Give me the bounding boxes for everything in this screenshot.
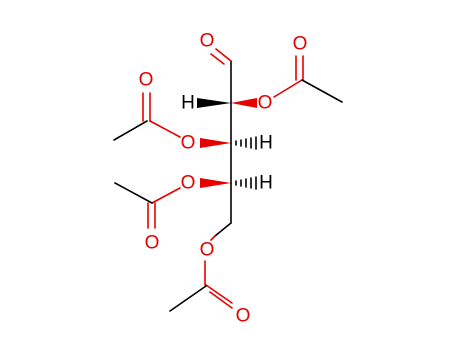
c3-hydrogen-label: H	[259, 133, 273, 154]
c3-methyl-bond	[113, 120, 148, 141]
c5-methyl-bond	[169, 285, 207, 312]
c5-ch2-bond	[214, 222, 232, 237]
c4-carbonyl-oxygen-label: O	[145, 233, 160, 254]
c4-methyl-bond	[114, 182, 153, 204]
c3-ester-oxygen-label: O	[181, 133, 196, 154]
c4-ester-oxygen-label: O	[181, 173, 196, 194]
c4-hydrogen-label: H	[259, 173, 273, 194]
c2-o-wedge	[231, 98, 257, 108]
c2-substituents: H O O	[181, 34, 343, 114]
c2-methyl-bond	[301, 79, 343, 103]
c4-substituents: O O H	[114, 173, 273, 254]
c4-o-wedge	[200, 178, 231, 188]
c4-h-hash	[235, 176, 257, 190]
c5-carbonyl-bond-b	[209, 291, 233, 309]
c3-carbonyl-oxygen-label: O	[139, 70, 154, 91]
c3-substituents: O O H	[113, 70, 273, 154]
c5-carbonyl-bond-a	[205, 284, 233, 304]
c2-h-wedge	[197, 98, 231, 108]
aldehyde-oxygen-label: O	[200, 31, 215, 52]
aldehyde-bond-inner	[210, 53, 225, 65]
c5-substituents: O O	[169, 222, 251, 327]
c5-carbonyl-oxygen-label: O	[236, 306, 251, 327]
c2-o-c-bond	[273, 79, 303, 98]
c3-o-wedge	[200, 138, 231, 148]
c3-o-c-bond	[149, 120, 181, 138]
c2-ester-oxygen-label: O	[258, 93, 273, 114]
aldehyde-bond-outer	[215, 48, 232, 62]
aldehyde-group: O	[200, 31, 232, 65]
c4-o-c-bond	[151, 187, 181, 204]
c5-ch2-o-stub	[210, 235, 216, 241]
c2-hydrogen-label: H	[181, 93, 195, 114]
c3-h-hash	[235, 136, 257, 150]
c5-ester-oxygen-label: O	[200, 240, 215, 261]
c2-carbonyl-oxygen-label: O	[293, 34, 308, 55]
